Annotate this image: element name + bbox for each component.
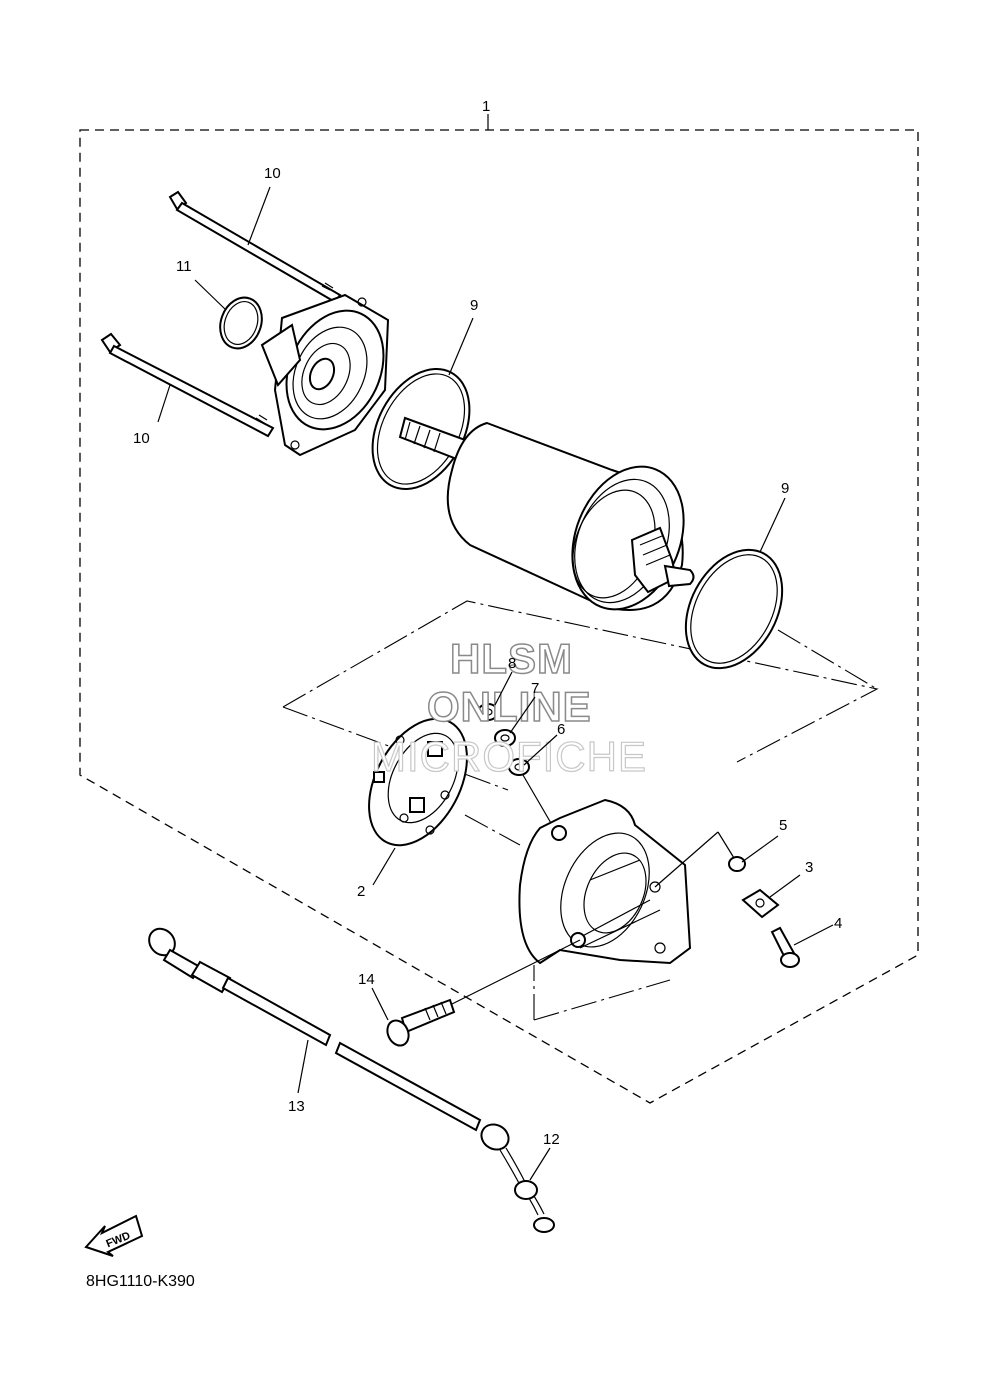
callout-10-upper: 10 [264, 165, 281, 182]
diagram-code: 8HG1110-K390 [86, 1273, 195, 1290]
callout-9-lower: 9 [781, 480, 789, 497]
callout-2: 2 [357, 883, 365, 900]
washer-7 [494, 729, 516, 747]
o-ring-small [219, 296, 263, 350]
nut-6 [508, 758, 530, 776]
callout-3: 3 [805, 859, 813, 876]
front-cover [260, 293, 390, 457]
callout-12: 12 [543, 1131, 560, 1148]
callout-4: 4 [834, 915, 842, 932]
callout-10-lower: 10 [133, 430, 150, 447]
starter-cable [148, 927, 555, 1233]
bolt-4 [770, 926, 800, 968]
flange-bolt-14 [386, 939, 581, 1047]
callout-leaders [157, 186, 834, 1181]
callout-7: 7 [531, 680, 539, 697]
callout-9-upper: 9 [470, 297, 478, 314]
through-bolt-upper [168, 190, 342, 304]
o-ring-large-lower [684, 548, 784, 670]
callout-13: 13 [288, 1098, 305, 1115]
callout-8: 8 [508, 655, 516, 672]
callout-14: 14 [358, 971, 375, 988]
terminal-clip-3 [741, 888, 780, 919]
brush-plate [368, 717, 468, 847]
terminal-axis-2 [717, 831, 735, 859]
watermark-line-3: MICROFICHE [371, 733, 647, 780]
nut-8 [477, 703, 499, 721]
through-bolt-lower [100, 332, 275, 438]
callout-labels: 1 10 11 9 10 9 8 7 6 5 3 4 2 14 13 12 [133, 98, 842, 1148]
washer-stack-axis [522, 774, 556, 831]
starter-yoke [398, 416, 695, 611]
terminal-axis [654, 831, 719, 888]
alignment-lines [464, 629, 878, 1021]
callout-6: 6 [557, 721, 565, 738]
callout-1: 1 [482, 98, 490, 115]
callout-5: 5 [779, 817, 787, 834]
forward-direction-arrow: FWD [84, 1214, 144, 1257]
o-ring-5 [728, 856, 746, 872]
rear-cover [518, 798, 692, 965]
assembly-boundary [79, 129, 919, 1104]
callout-11: 11 [176, 258, 192, 275]
watermark-line-2: ONLINE [427, 683, 592, 730]
